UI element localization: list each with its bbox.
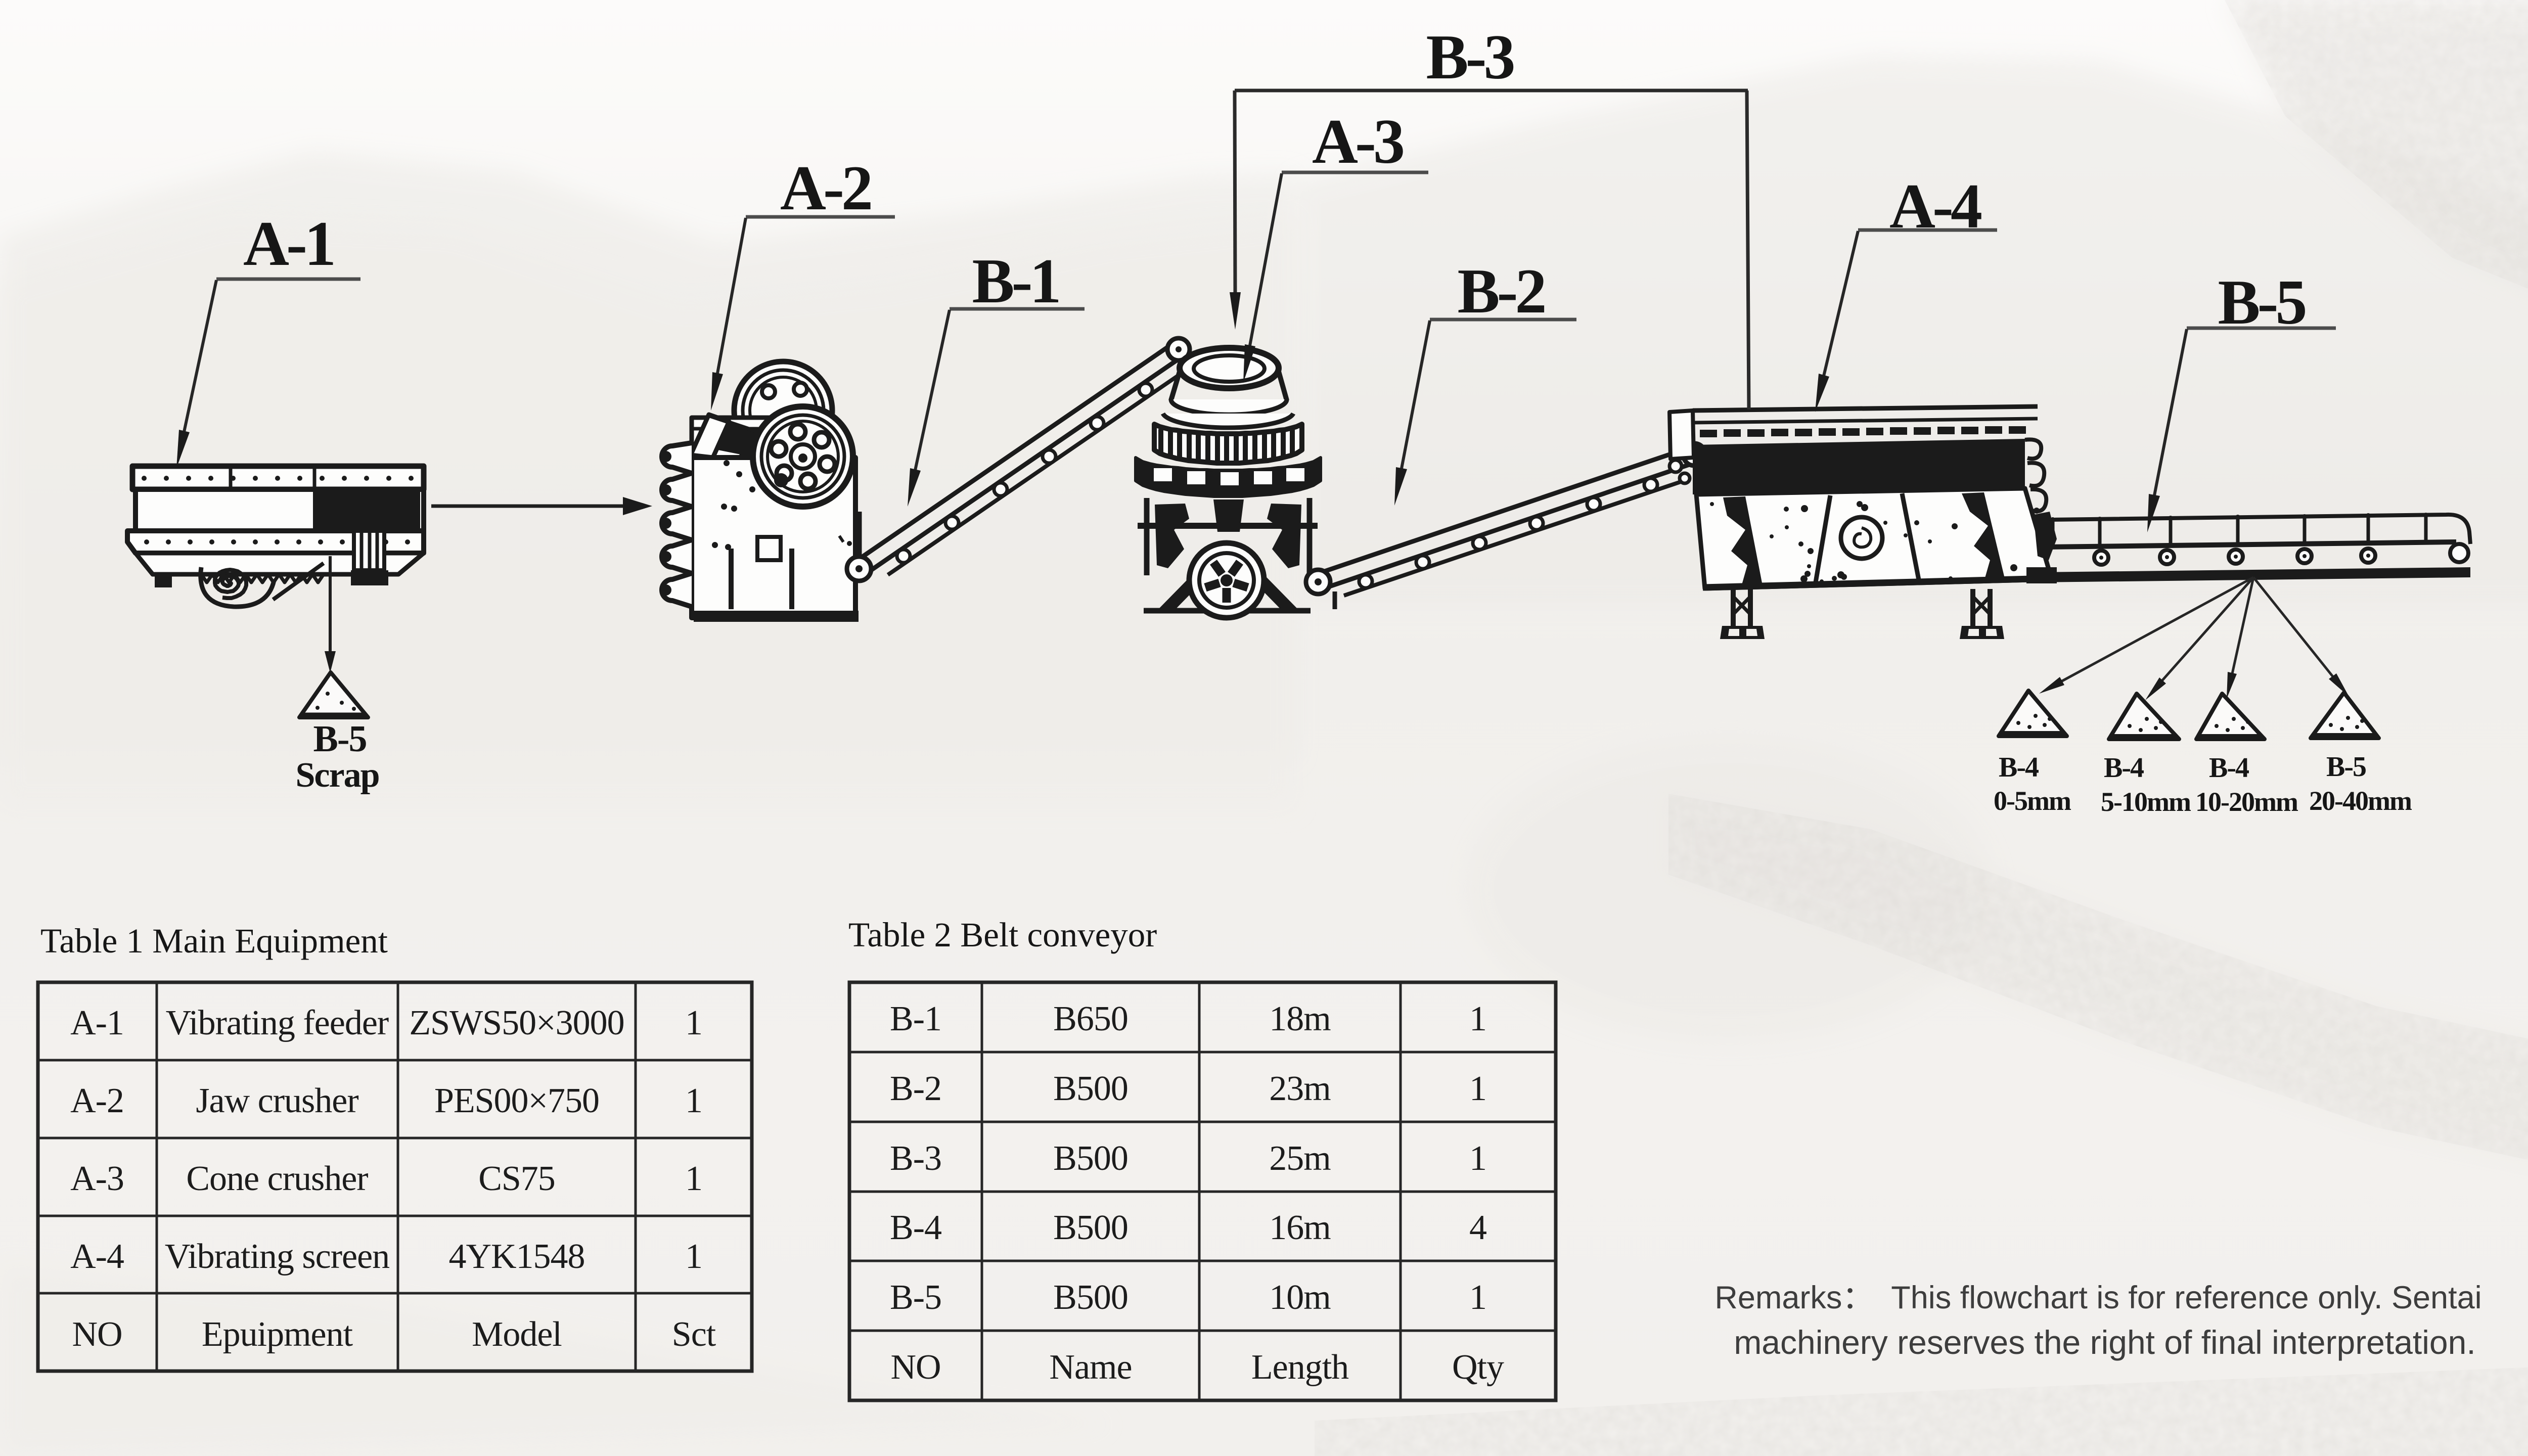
svg-text:B-3: B-3 <box>1426 22 1514 93</box>
svg-text:0-5mm: 0-5mm <box>1994 786 2071 816</box>
svg-text:B500: B500 <box>1053 1208 1128 1247</box>
svg-text:B650: B650 <box>1053 999 1128 1038</box>
svg-text:ZSWS50×3000: ZSWS50×3000 <box>409 1004 624 1042</box>
svg-text:Sct: Sct <box>672 1315 716 1354</box>
svg-text:A-3: A-3 <box>1312 107 1403 177</box>
svg-text:CS75: CS75 <box>478 1159 555 1198</box>
svg-text:B-2: B-2 <box>1458 256 1545 327</box>
svg-text:4: 4 <box>1469 1208 1486 1247</box>
svg-text:A-1: A-1 <box>70 1004 124 1042</box>
svg-text:B-5: B-5 <box>313 718 367 760</box>
svg-text:1: 1 <box>1469 999 1486 1038</box>
svg-text:B500: B500 <box>1053 1069 1128 1108</box>
svg-text:Table 2 Belt conveyor: Table 2 Belt conveyor <box>848 916 1157 954</box>
svg-text:B-4: B-4 <box>2209 752 2249 784</box>
svg-text:Scrap: Scrap <box>296 756 379 795</box>
svg-text:5-10mm: 5-10mm <box>2101 787 2191 817</box>
svg-text:B-1: B-1 <box>890 999 941 1038</box>
svg-text:1: 1 <box>1469 1069 1486 1108</box>
svg-text:Remarks： This flowchart is fo: Remarks： This flowchart is for reference… <box>1714 1280 2481 1315</box>
svg-text:PES00×750: PES00×750 <box>434 1081 599 1120</box>
svg-text:B-2: B-2 <box>890 1069 941 1108</box>
svg-text:machinery reserves the right o: machinery reserves the right of final in… <box>1734 1324 2475 1361</box>
svg-text:Cone crusher: Cone crusher <box>186 1159 368 1198</box>
svg-text:Model: Model <box>472 1315 562 1354</box>
svg-text:Length: Length <box>1251 1348 1349 1387</box>
svg-text:Jaw crusher: Jaw crusher <box>196 1081 358 1120</box>
svg-text:B-4: B-4 <box>2104 752 2144 784</box>
svg-text:1: 1 <box>685 1004 702 1042</box>
svg-text:A-2: A-2 <box>70 1081 124 1120</box>
svg-text:B-3: B-3 <box>890 1139 941 1178</box>
svg-text:B500: B500 <box>1053 1139 1128 1178</box>
svg-text:Epuipment: Epuipment <box>202 1315 353 1354</box>
svg-text:20-40mm: 20-40mm <box>2309 786 2412 816</box>
svg-text:NO: NO <box>72 1315 122 1354</box>
svg-text:1: 1 <box>1469 1139 1486 1178</box>
svg-text:A-4: A-4 <box>70 1237 124 1276</box>
svg-text:Table 1 Main Equipment: Table 1 Main Equipment <box>40 922 388 960</box>
svg-text:1: 1 <box>685 1081 702 1120</box>
svg-text:B-5: B-5 <box>890 1278 941 1317</box>
svg-text:10m: 10m <box>1269 1278 1331 1317</box>
svg-text:A-2: A-2 <box>780 153 871 223</box>
svg-text:18m: 18m <box>1269 999 1331 1038</box>
svg-text:25m: 25m <box>1269 1139 1331 1178</box>
svg-text:B-5: B-5 <box>2326 751 2366 783</box>
svg-text:23m: 23m <box>1269 1069 1331 1108</box>
svg-text:1: 1 <box>1469 1278 1486 1317</box>
svg-text:B-4: B-4 <box>890 1208 941 1247</box>
svg-text:Vibrating feeder: Vibrating feeder <box>166 1004 389 1042</box>
svg-text:B-1: B-1 <box>972 246 1059 316</box>
svg-text:1: 1 <box>685 1159 702 1198</box>
svg-text:Vibrating screen: Vibrating screen <box>165 1237 389 1276</box>
svg-text:Qty: Qty <box>1452 1348 1504 1387</box>
svg-text:16m: 16m <box>1269 1208 1331 1247</box>
svg-text:B500: B500 <box>1053 1278 1128 1317</box>
svg-text:Name: Name <box>1049 1348 1132 1387</box>
svg-text:10-20mm: 10-20mm <box>2195 787 2298 817</box>
svg-text:NO: NO <box>890 1348 940 1387</box>
svg-text:B-5: B-5 <box>2218 267 2306 338</box>
svg-text:B-4: B-4 <box>1999 752 2039 783</box>
svg-text:4YK1548: 4YK1548 <box>448 1237 584 1276</box>
svg-text:A-3: A-3 <box>70 1159 124 1198</box>
svg-text:1: 1 <box>685 1237 702 1276</box>
svg-text:A-1: A-1 <box>243 209 333 279</box>
